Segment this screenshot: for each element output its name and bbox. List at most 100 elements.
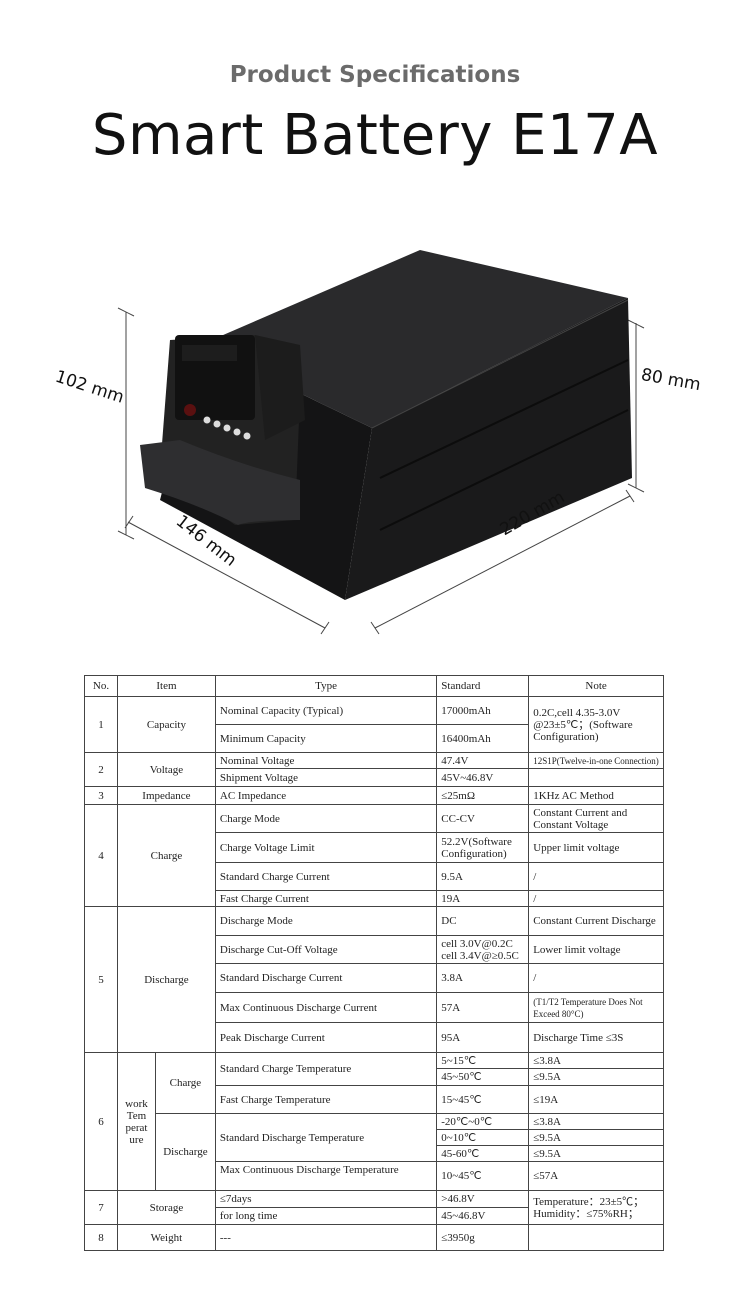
table-row: Discharge Cut-Off Voltage cell 3.0V@0.2C… (85, 935, 664, 964)
row-item: Impedance (116, 786, 216, 805)
cell-standard: ≤3950g (436, 1224, 530, 1251)
cell-standard: 0~10℃ (436, 1129, 530, 1146)
cell-standard: 19A (436, 890, 530, 907)
specifications-table: No. Item Type Standard Note 1 Capacity N… (84, 675, 664, 1251)
cell-note: Lower limit voltage (528, 935, 664, 964)
header-note: Note (528, 675, 664, 697)
power-button (184, 404, 196, 416)
cell-standard: 45~50℃ (436, 1068, 530, 1086)
cell-type: Standard Charge Current (214, 862, 438, 891)
cell-note: ≤57A (528, 1161, 664, 1191)
row-item: Storage (116, 1190, 216, 1225)
table-row: Minimum Capacity 16400mAh (85, 724, 664, 753)
row-number: 7 (84, 1190, 118, 1225)
subitem-discharge: Discharge (154, 1113, 216, 1191)
cell-type: --- (214, 1224, 438, 1251)
cell-note (528, 1224, 664, 1251)
cell-type: ≤7days (214, 1190, 438, 1208)
carry-handle (140, 440, 300, 525)
battery-product-image: 102 mm 80 mm 146 mm 220 mm (53, 250, 703, 635)
table-row: Discharge Standard Discharge Temperature… (85, 1113, 664, 1191)
header-no: No. (84, 675, 118, 697)
table-row: 5 Discharge Discharge Mode DC Constant C… (84, 906, 664, 1053)
section-subtitle: Product Specifications (229, 62, 521, 88)
subitem-charge: Charge (154, 1052, 216, 1114)
dimension-height-front: 102 mm (53, 367, 127, 408)
cell-note (528, 768, 664, 787)
cell-note: / (528, 963, 664, 993)
table-row: Peak Discharge Current 95A Discharge Tim… (85, 1022, 664, 1053)
cell-type: Discharge Mode (214, 906, 438, 936)
cell-standard: 57A (436, 992, 530, 1023)
cell-note: 12S1P(Twelve-in-one Connection) (528, 752, 664, 769)
cell-note: ≤3.8A (528, 1113, 664, 1130)
row-number: 8 (84, 1224, 118, 1251)
row-item: Capacity (116, 696, 216, 753)
row-number: 1 (84, 696, 118, 753)
cell-note: 0.2C,cell 4.35-3.0V @23±5℃；(Software Con… (528, 696, 664, 753)
cell-note: ≤3.8A (528, 1052, 664, 1069)
table-row: for long time 45~46.8V (85, 1207, 664, 1225)
cell-standard: 9.5A (436, 862, 530, 891)
table-row: 45-60℃ ≤9.5A (85, 1145, 664, 1162)
header-standard: Standard (436, 675, 530, 697)
cell-standard: 17000mAh (436, 696, 530, 725)
table-row: 0~10℃ ≤9.5A (85, 1129, 664, 1146)
cell-note: / (528, 890, 664, 907)
cell-standard: CC-CV (436, 804, 530, 833)
cell-standard: 45~46.8V (436, 1207, 530, 1225)
row-number: 2 (84, 752, 118, 787)
table-row: Fast Charge Temperature 15~45℃ ≤19A (85, 1085, 664, 1114)
cell-type: Minimum Capacity (214, 724, 438, 753)
cell-standard: 16400mAh (436, 724, 530, 753)
cell-standard: cell 3.0V@0.2C cell 3.4V@≥0.5C (436, 935, 530, 964)
cell-note: ≤19A (528, 1085, 664, 1114)
cell-standard: 47.4V (436, 752, 530, 769)
cell-type: Nominal Capacity (Typical) (214, 696, 438, 725)
table-row: 7 Storage ≤7days >46.8V Temperature：23±5… (84, 1190, 664, 1225)
cell-standard: 45V~46.8V (436, 768, 530, 787)
cell-type: Fast Charge Current (214, 890, 438, 907)
table-header-row: No. Item Type Standard Note (84, 675, 664, 697)
table-row: 6 work Tem perat ure Charge Standard Cha… (84, 1052, 664, 1191)
row-item: Voltage (116, 752, 216, 787)
cell-type: Nominal Voltage (214, 752, 438, 769)
table-row: 2 Voltage Nominal Voltage 47.4V 12S1P(Tw… (84, 752, 664, 787)
battery-level-leds (203, 416, 251, 440)
cell-standard: -20℃~0℃ (436, 1113, 530, 1130)
page-title: Smart Battery E17A (91, 103, 659, 168)
cell-note: Constant Current Discharge (528, 906, 664, 936)
cell-type: Charge Mode (214, 804, 438, 833)
row-number: 6 (84, 1052, 118, 1191)
cell-standard: ≤25mΩ (436, 786, 530, 805)
cell-standard: >46.8V (436, 1190, 530, 1208)
cell-type: Standard Discharge Temperature (214, 1113, 438, 1162)
cell-standard: 45-60℃ (436, 1145, 530, 1162)
cell-note: ≤9.5A (528, 1129, 664, 1146)
cell-note: / (528, 862, 664, 891)
table-row: 4 Charge Charge Mode CC-CV Constant Curr… (84, 804, 664, 907)
cell-type: Shipment Voltage (214, 768, 438, 787)
table-row: 1 Capacity Nominal Capacity (Typical) 17… (84, 696, 664, 753)
row-item: work Tem perat ure (116, 1052, 156, 1191)
dimension-height-rear: 80 mm (640, 365, 703, 395)
row-number: 4 (84, 804, 118, 907)
cell-type: for long time (214, 1207, 438, 1225)
cell-standard: 95A (436, 1022, 530, 1053)
cell-note: Upper limit voltage (528, 832, 664, 863)
cell-standard: 15~45℃ (436, 1085, 530, 1114)
cell-standard: 3.8A (436, 963, 530, 993)
cell-standard: 5~15℃ (436, 1052, 530, 1069)
cell-type: Standard Discharge Current (214, 963, 438, 993)
row-number: 3 (84, 786, 118, 805)
table-row: Charge Voltage Limit 52.2V(Software Conf… (85, 832, 664, 863)
table-row: 3 Impedance AC Impedance ≤25mΩ 1KHz AC M… (84, 786, 664, 805)
cell-type: Charge Voltage Limit (214, 832, 438, 863)
dimension-lines (117, 307, 645, 635)
cell-type: Max Continuous Discharge Temperature (214, 1161, 438, 1191)
header-item: Item (116, 675, 216, 697)
table-row: 8 Weight --- ≤3950g (84, 1224, 664, 1251)
cell-standard: DC (436, 906, 530, 936)
cell-type: Fast Charge Temperature (214, 1085, 438, 1114)
cell-note: Discharge Time ≤3S (528, 1022, 664, 1053)
